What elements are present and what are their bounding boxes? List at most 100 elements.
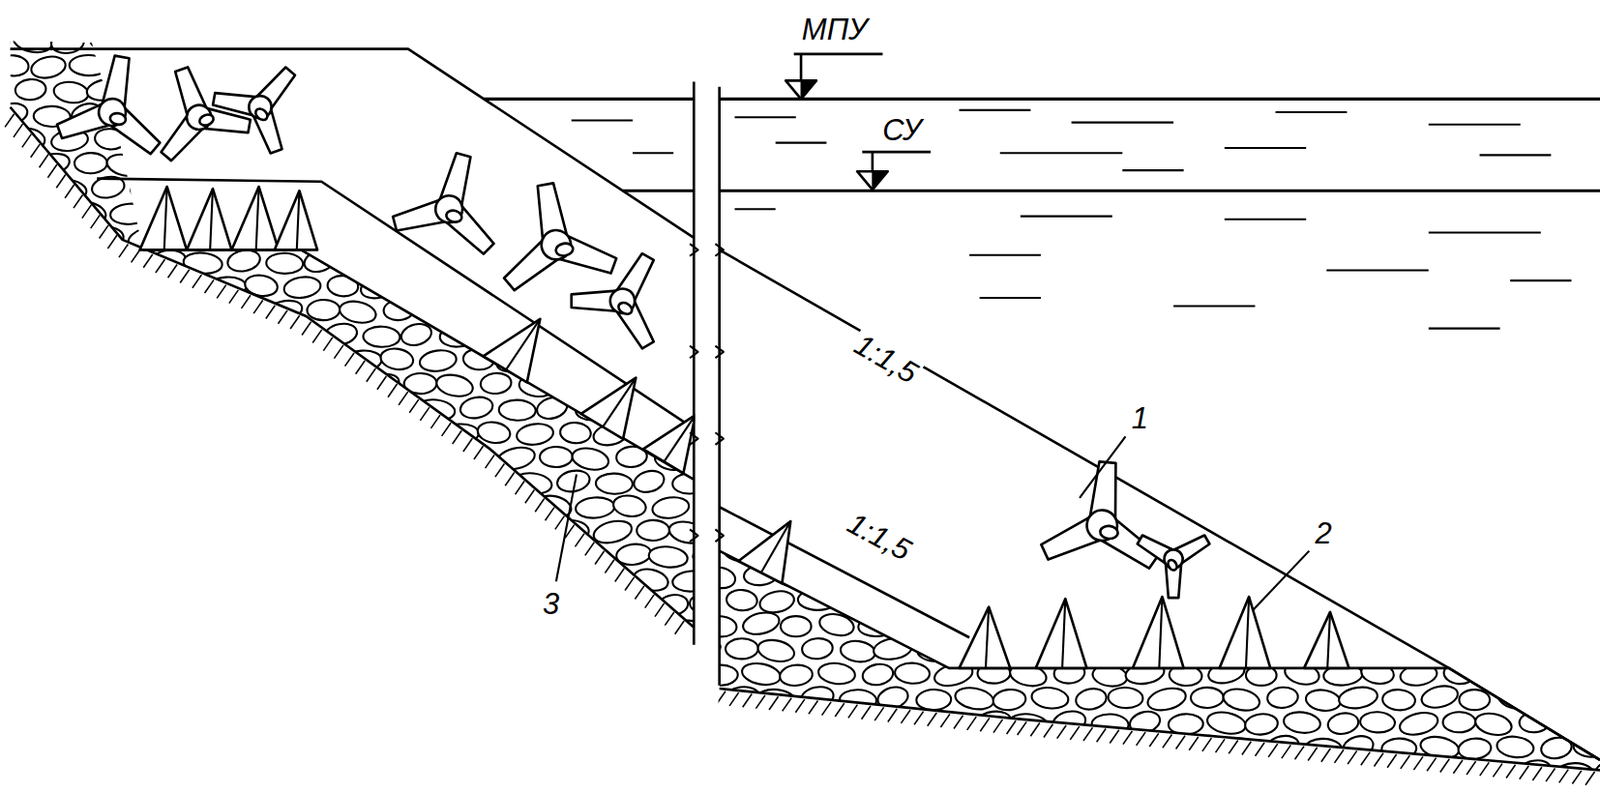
stone <box>1263 588 1303 614</box>
stone <box>990 735 1029 763</box>
break-mark <box>714 529 723 542</box>
stone <box>284 128 319 154</box>
stone <box>188 153 226 179</box>
stone <box>398 616 435 642</box>
stone <box>147 297 186 324</box>
ground-hatch <box>1480 762 1489 776</box>
water-dash <box>1173 304 1255 307</box>
pyramid-edge <box>256 186 260 250</box>
stone <box>0 54 30 78</box>
illustration-group <box>0 26 1600 793</box>
stone <box>1283 611 1320 638</box>
stone <box>207 275 247 299</box>
stone <box>1423 539 1456 563</box>
stone <box>169 517 207 542</box>
stone <box>612 152 652 175</box>
stone <box>1166 760 1207 786</box>
slope-ratio: 1:1,5 <box>839 505 919 568</box>
stone <box>1592 562 1600 589</box>
stone <box>91 617 124 641</box>
stone <box>0 445 29 469</box>
stone <box>364 176 399 202</box>
stone <box>166 272 206 301</box>
stone <box>1378 587 1422 617</box>
stone <box>891 758 934 785</box>
stone <box>339 101 383 131</box>
ground-hatch <box>118 243 128 258</box>
stone <box>1422 589 1456 611</box>
stone <box>520 519 555 545</box>
ground-hatch <box>290 315 299 329</box>
water-dash <box>979 296 1041 299</box>
stone <box>398 177 435 200</box>
stone <box>129 520 164 546</box>
stone <box>129 80 164 103</box>
tetrapod-leg <box>150 106 215 163</box>
stone <box>12 370 49 397</box>
stone <box>1442 711 1476 734</box>
stone <box>573 593 609 619</box>
stone <box>55 225 89 251</box>
pyramid-edge <box>1245 596 1249 669</box>
stone <box>31 301 68 324</box>
stone <box>1495 735 1535 761</box>
stone <box>110 250 145 276</box>
ground-hatch <box>1334 749 1344 764</box>
stone <box>50 30 86 56</box>
ground-hatch <box>1400 755 1410 770</box>
stone <box>0 151 28 175</box>
stone <box>1572 635 1600 664</box>
water-dash <box>1224 147 1306 149</box>
water-dash <box>734 116 796 119</box>
water-dash <box>1428 123 1521 126</box>
pyramid-edge <box>209 188 213 250</box>
stone <box>933 613 974 639</box>
stone <box>0 373 10 398</box>
stone <box>260 494 301 523</box>
stone <box>1360 660 1396 686</box>
stone <box>300 396 339 419</box>
tetrapod-leg-end <box>198 113 215 128</box>
stone <box>162 615 205 642</box>
stone <box>48 419 91 449</box>
stone <box>110 349 148 375</box>
stone <box>440 569 477 595</box>
ground-hatch <box>452 430 462 445</box>
stone <box>1050 758 1090 787</box>
stone <box>67 250 106 273</box>
stone <box>988 538 1030 567</box>
stone <box>578 54 613 80</box>
stone <box>649 52 692 82</box>
stone <box>362 30 400 57</box>
stone <box>613 99 654 128</box>
stone <box>636 520 670 542</box>
stone <box>420 595 459 618</box>
stone <box>88 468 128 497</box>
stone <box>151 396 184 420</box>
stone <box>1282 710 1322 736</box>
tetrapod-hub <box>96 96 128 128</box>
callout-number: 2 <box>1312 516 1335 549</box>
stone <box>285 423 320 446</box>
stone <box>304 591 342 616</box>
stone <box>52 570 89 593</box>
stone <box>1400 615 1437 637</box>
ground-hatch <box>1043 724 1053 739</box>
stone <box>914 736 954 762</box>
ground-hatch <box>168 265 178 279</box>
stone <box>1360 711 1396 734</box>
stone <box>88 324 128 346</box>
stone <box>552 78 591 101</box>
stone <box>146 495 182 518</box>
stone <box>1477 614 1512 639</box>
stone-bed-line <box>719 551 1600 761</box>
stone <box>384 103 417 125</box>
slope-ratio: 1:1,5 <box>846 326 925 391</box>
stone <box>222 592 261 616</box>
stone <box>670 29 711 56</box>
ground-hatch <box>90 214 100 229</box>
stone <box>265 351 297 372</box>
stone <box>127 569 163 594</box>
ground-hatch <box>73 194 83 208</box>
stone <box>0 128 15 152</box>
